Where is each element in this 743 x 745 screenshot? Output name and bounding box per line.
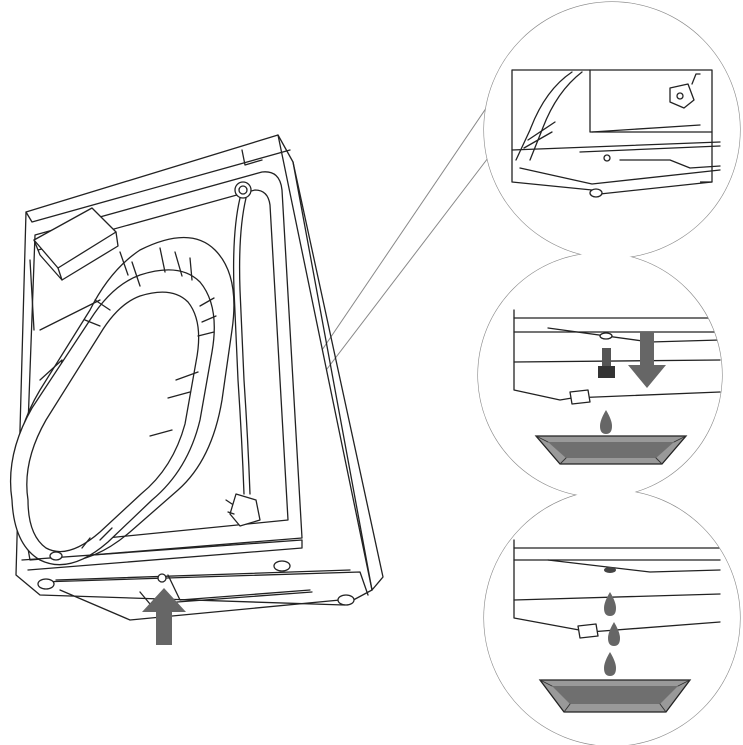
water-drop-icon: [604, 592, 616, 616]
drain-bolt-icon: [598, 348, 615, 378]
callout-step-2: [478, 253, 722, 497]
arrow-down-icon: [628, 332, 666, 388]
water-drop-icon: [608, 622, 620, 646]
washing-machine-rear-icon: [9, 134, 384, 621]
drain-bolt-location: [157, 573, 167, 583]
callout-step-3: [484, 490, 740, 745]
power-plug-icon: [669, 73, 701, 109]
drain-tray-icon: [534, 435, 688, 465]
vent-box: [33, 207, 119, 281]
callout-step-1: [484, 2, 740, 258]
power-plug-icon: [225, 493, 261, 527]
machine-feet: [37, 551, 355, 606]
power-cord: [232, 181, 252, 495]
water-drop-icon: [604, 652, 616, 676]
arrow-up-icon: [142, 588, 186, 645]
water-drop-icon: [600, 410, 612, 434]
drain-tray-icon: [538, 679, 692, 713]
